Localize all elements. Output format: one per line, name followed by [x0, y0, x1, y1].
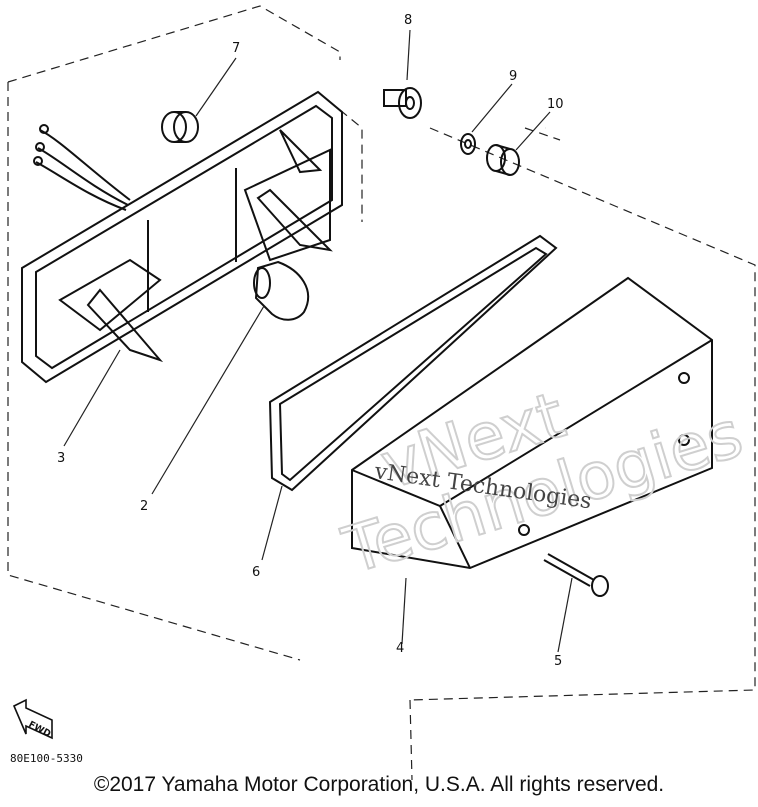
lens-part — [351, 276, 713, 570]
wire-harness — [33, 124, 131, 211]
fwd-arrow-icon: FWD — [12, 698, 53, 740]
gasket-part — [268, 234, 558, 492]
callout-9: 9 — [509, 69, 517, 84]
copyright-notice: ©2017 Yamaha Motor Corporation, U.S.A. A… — [93, 773, 665, 796]
callout-4: 4 — [396, 641, 404, 656]
callout-3: 3 — [57, 451, 65, 466]
diagram-code: 80E100-5330 — [10, 752, 83, 765]
assembly-dashed-outline — [7, 5, 756, 781]
callout-10: 10 — [547, 97, 564, 112]
bulb-part — [253, 260, 310, 321]
taillight-housing — [21, 90, 343, 384]
collar-part — [383, 87, 422, 119]
screw-part — [543, 553, 609, 597]
nut-part — [486, 144, 520, 176]
grommet-part — [161, 111, 199, 143]
washer-part — [460, 133, 476, 155]
callout-8: 8 — [404, 13, 412, 28]
callout-leaders — [63, 29, 573, 653]
callout-7: 7 — [232, 41, 240, 56]
callout-6: 6 — [252, 565, 260, 580]
callout-5: 5 — [554, 654, 562, 669]
callout-2: 2 — [140, 499, 148, 514]
fwd-label: FWD — [27, 720, 52, 740]
callout-numbers: 7 8 9 10 3 2 6 4 5 — [57, 13, 564, 669]
